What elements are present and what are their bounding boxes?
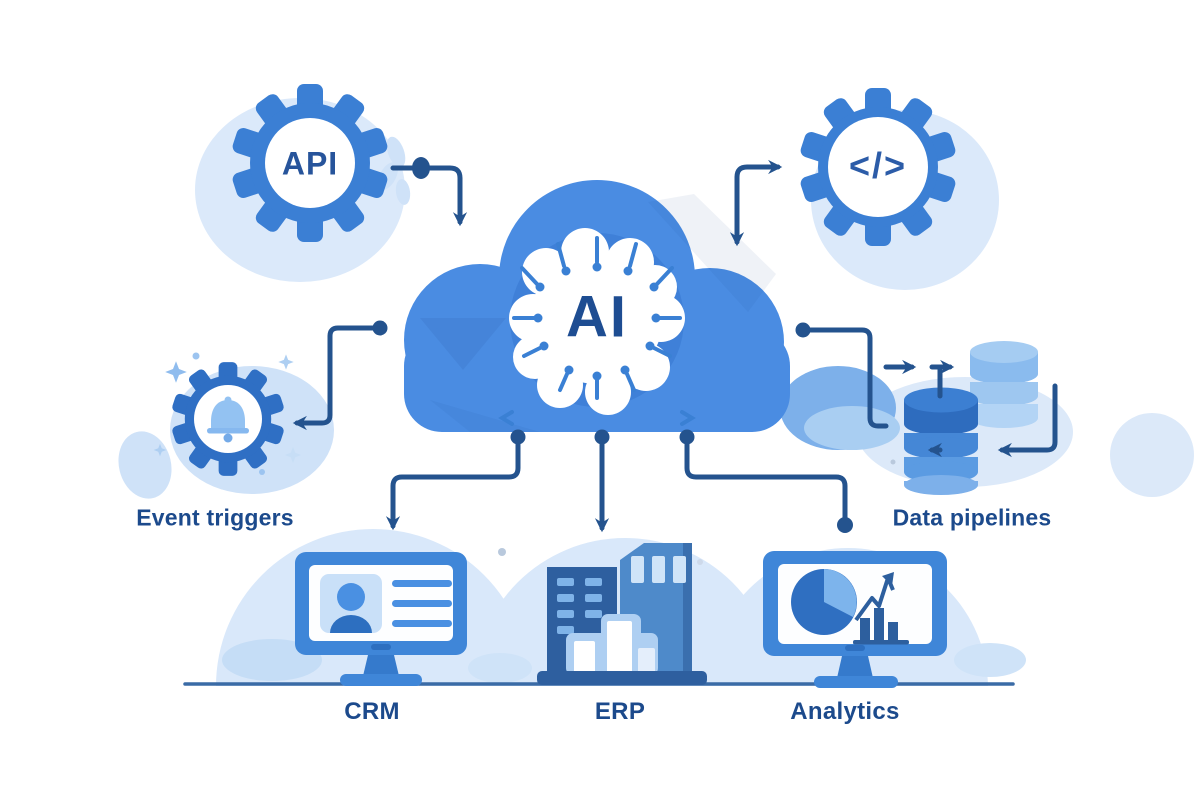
database-front [904,387,978,495]
database-stack-icon [883,341,1058,495]
api-label: API [281,145,339,182]
arrow-cloud-to-event-triggers [292,325,383,431]
line-cloud-to-data-pipelines [800,327,889,429]
data-pipelines-label: Data pipelines [892,504,1052,531]
connector-dots [372,157,853,533]
baseline-mask [0,686,1200,800]
analytics-label: Analytics [790,698,900,725]
gear-bell-icon [171,362,285,476]
brain-circuit-icon [498,228,696,426]
gear-icon [230,84,390,242]
arrow-cloud-to-crm [385,434,521,531]
arrow-cloud-code [729,159,783,247]
buildings-bar-chart-icon [537,543,707,685]
gear-code-icon [798,88,958,246]
event-triggers-label: Event triggers [136,504,294,531]
line-cloud-to-analytics [684,434,848,523]
erp-base [537,671,707,685]
contact-lines [392,580,452,627]
monitor-pie-chart-icon [763,551,947,688]
erp-label: ERP [594,698,646,725]
crm-label: CRM [344,698,400,725]
code-label: </> [848,145,908,186]
avatar [337,583,365,611]
erp-bar-chart [566,614,658,675]
bell-icon [207,396,249,443]
pie-chart [791,569,857,635]
sparkle-icons [153,352,896,475]
arrow-api-to-cloud [390,165,468,227]
growth-chart [853,572,909,645]
pipeline-arrows [883,359,1058,458]
monitor-contact-card-icon [295,552,467,686]
database-back [970,341,1038,428]
ai-label: AI [566,284,628,350]
connectors [292,159,889,533]
